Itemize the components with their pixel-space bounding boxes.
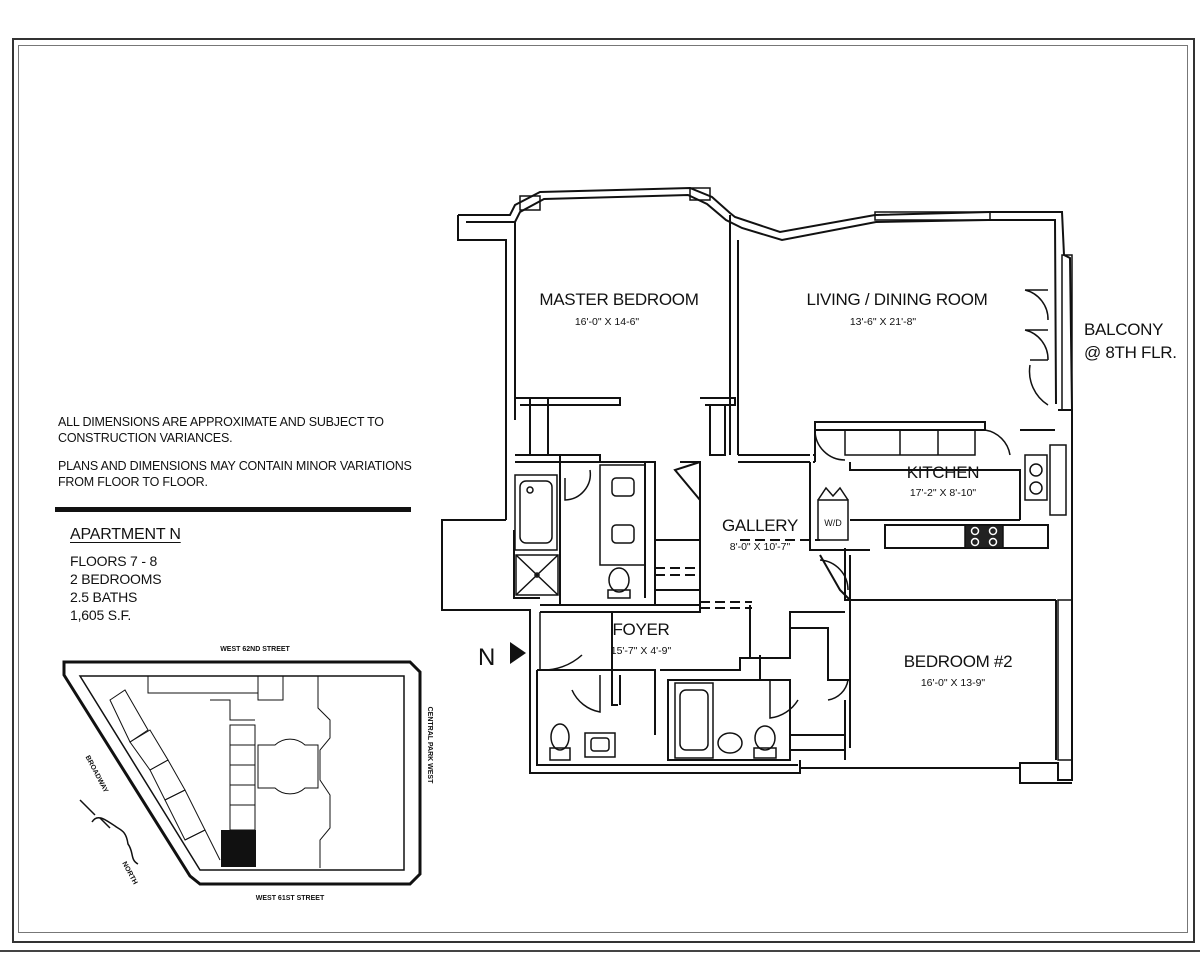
apartment-bedrooms: 2 BEDROOMS	[70, 571, 162, 587]
outer-frame	[12, 38, 1195, 943]
master-bedroom-label: MASTER BEDROOM	[539, 290, 698, 309]
sink	[584, 732, 616, 758]
apartment-floors: FLOORS 7 - 8	[70, 553, 158, 569]
gallery-dims: 8'-0" X 10'-7"	[730, 541, 791, 553]
apartment-title: APARTMENT N	[70, 526, 181, 543]
washer-dryer	[817, 499, 849, 541]
living-dining-dims: 13'-6" X 21'-8"	[850, 316, 917, 328]
disclaimer-dimensions: ALL DIMENSIONS ARE APPROXIMATE AND SUBJE…	[58, 415, 384, 445]
disclaimer-notes: ALL DIMENSIONS ARE APPROXIMATE AND SUBJE…	[58, 414, 418, 502]
apartment-baths: 2.5 BATHS	[70, 589, 138, 605]
site-north-arrow-icon	[79, 799, 111, 829]
north-arrow: N	[478, 642, 526, 671]
fixtures	[514, 429, 1048, 761]
dashed-openings	[655, 454, 820, 609]
bedroom2-dims: 16'-0" X 13-9"	[921, 677, 986, 689]
bathtub	[514, 474, 558, 551]
living-dining-label: LIVING / DINING ROOM	[806, 290, 987, 309]
west-street-label: BROADWAY	[84, 755, 110, 795]
notes-divider	[55, 507, 411, 512]
site-outline	[62, 660, 422, 886]
room-labels: MASTER BEDROOM 16'-0" X 14-6" LIVING / D…	[539, 290, 1177, 689]
site-plan	[62, 660, 422, 886]
shower	[515, 554, 559, 596]
exterior-walls	[441, 186, 1074, 784]
washer-dryer-label: W/D	[824, 518, 842, 528]
apartment-info: FLOORS 7 - 8 2 BEDROOMS 2.5 BATHS 1,605 …	[70, 552, 162, 624]
inner-frame	[18, 45, 1188, 933]
vanity	[599, 464, 646, 566]
north-street-label: WEST 62ND STREET	[220, 646, 290, 653]
foyer-dims: 15'-7" X 4'-9"	[611, 645, 672, 657]
south-street-label: WEST 61ST STREET	[256, 895, 325, 902]
interior-walls	[515, 215, 1056, 761]
apartment-location-marker	[221, 830, 256, 867]
kitchen-dims: 17'-2" X 8'-10"	[910, 487, 977, 499]
balcony-floor-label: @ 8TH FLR.	[1084, 343, 1177, 362]
cooktop	[964, 524, 1004, 549]
toilet	[607, 589, 631, 599]
disclaimer-variations: PLANS AND DIMENSIONS MAY CONTAIN MINOR V…	[58, 459, 412, 489]
balcony-label: BALCONY	[1084, 320, 1163, 339]
doors	[539, 289, 1049, 719]
bedroom2-label: BEDROOM #2	[904, 652, 1012, 671]
kitchen-label: KITCHEN	[907, 463, 980, 482]
apartment-area: 1,605 S.F.	[70, 607, 132, 623]
east-street-label: CENTRAL PARK WEST	[426, 707, 433, 784]
master-bedroom-dims: 16'-0" X 14-6"	[575, 316, 640, 328]
bottom-rule	[0, 950, 1200, 952]
foyer-label: FOYER	[612, 620, 669, 639]
site-north-label: NORTH	[120, 861, 138, 886]
north-arrow-icon	[510, 642, 526, 664]
windows	[519, 187, 1073, 761]
gallery-label: GALLERY	[722, 516, 798, 535]
north-label: N	[478, 644, 495, 671]
